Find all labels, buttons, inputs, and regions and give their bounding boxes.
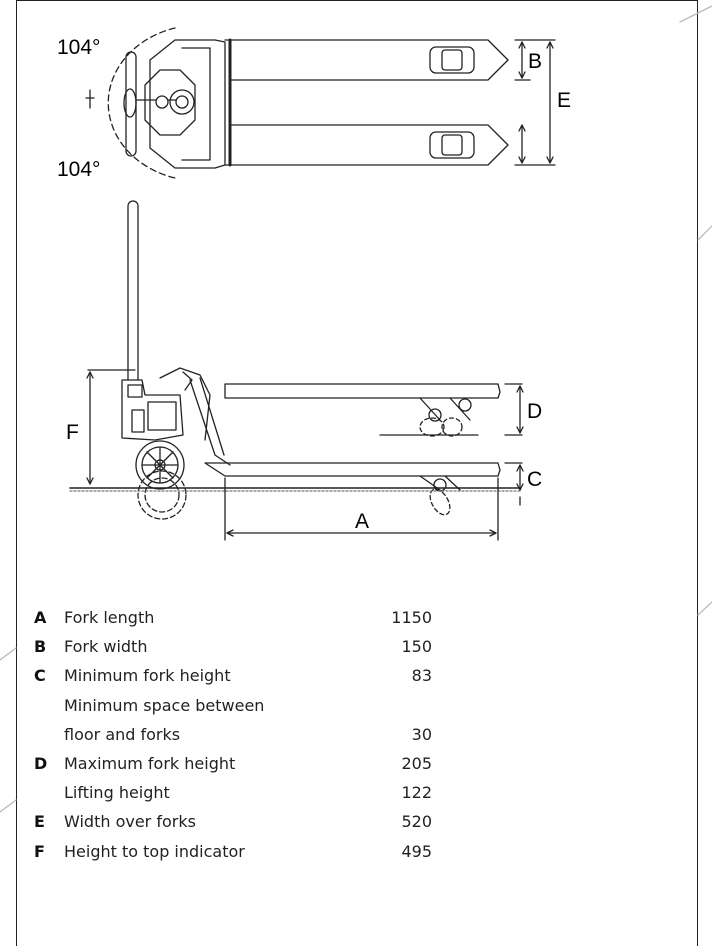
fork-lower — [229, 124, 509, 166]
spec-table: A Fork length 1150 B Fork width 150 C Mi… — [34, 603, 444, 866]
spec-sheet — [16, 0, 698, 946]
spec-row: B Fork width 150 — [34, 632, 444, 661]
corner-line — [679, 5, 712, 23]
spec-value: 520 — [401, 812, 432, 832]
spec-code: A — [34, 608, 47, 627]
spec-label: Fork length — [64, 608, 155, 627]
spec-label: Width over forks — [64, 812, 196, 832]
steer-wheel — [135, 440, 185, 490]
fork-raised — [224, 383, 501, 399]
spec-label: Lifting height — [64, 783, 170, 803]
fork-lowered — [204, 462, 501, 477]
spec-row: F Height to top indicator 495 — [34, 837, 444, 866]
spec-label: Minimum fork height — [64, 666, 231, 686]
spec-code: B — [34, 637, 47, 657]
spec-value: 1150 — [391, 608, 432, 627]
dim-label-d: D — [527, 400, 542, 423]
spec-label: Maximum fork height — [64, 753, 236, 773]
spec-row: A Fork length 1150 — [34, 603, 444, 632]
spec-row: Minimum space between — [34, 691, 444, 720]
spec-code: E — [34, 812, 45, 832]
corner-line — [697, 601, 712, 616]
corner-line — [0, 799, 17, 813]
dim-label-a: A — [355, 510, 369, 533]
spec-value: 495 — [401, 841, 432, 861]
steer-wheel-top — [123, 88, 137, 118]
pump-housing — [144, 69, 196, 136]
dim-label-c: C — [527, 468, 542, 491]
steering-arc — [107, 27, 176, 179]
spec-value: 205 — [401, 753, 432, 773]
spec-row: Lifting height 122 — [34, 778, 444, 807]
pump-body — [121, 379, 184, 441]
spec-label: Minimum space between — [64, 695, 265, 715]
angle-label-top: 104° — [57, 36, 100, 59]
spec-value: 122 — [401, 783, 432, 803]
fork-roller-upper — [429, 46, 475, 74]
spec-code: F — [34, 841, 45, 861]
side-view — [69, 200, 524, 541]
spec-label: floor and forks — [64, 724, 181, 744]
spec-row: D Maximum fork height 205 — [34, 749, 444, 778]
corner-line — [697, 225, 712, 241]
dim-label-e: E — [557, 89, 571, 112]
spec-value: 30 — [411, 724, 432, 744]
side-tiller — [127, 200, 139, 381]
spec-code: D — [34, 753, 48, 773]
spec-label: Height to top indicator — [64, 841, 245, 861]
dim-label-b: B — [528, 50, 542, 73]
steer-wheel-dashed — [137, 470, 187, 520]
spec-label: Fork width — [64, 637, 148, 657]
corner-line — [0, 647, 17, 661]
top-view — [85, 27, 556, 179]
pump-unit — [169, 89, 195, 115]
spec-row: C Minimum fork height 83 — [34, 661, 444, 690]
fork-roller-lower — [429, 131, 475, 159]
spec-code: C — [34, 666, 46, 686]
fork-upper — [229, 39, 509, 81]
angle-label-bottom: 104° — [57, 158, 100, 181]
spec-value: 83 — [411, 666, 432, 686]
spec-row: E Width over forks 520 — [34, 807, 444, 836]
dim-label-f: F — [66, 421, 79, 444]
spec-row: floor and forks 30 — [34, 720, 444, 749]
tiller-handle — [125, 51, 137, 157]
spec-value: 150 — [401, 637, 432, 657]
